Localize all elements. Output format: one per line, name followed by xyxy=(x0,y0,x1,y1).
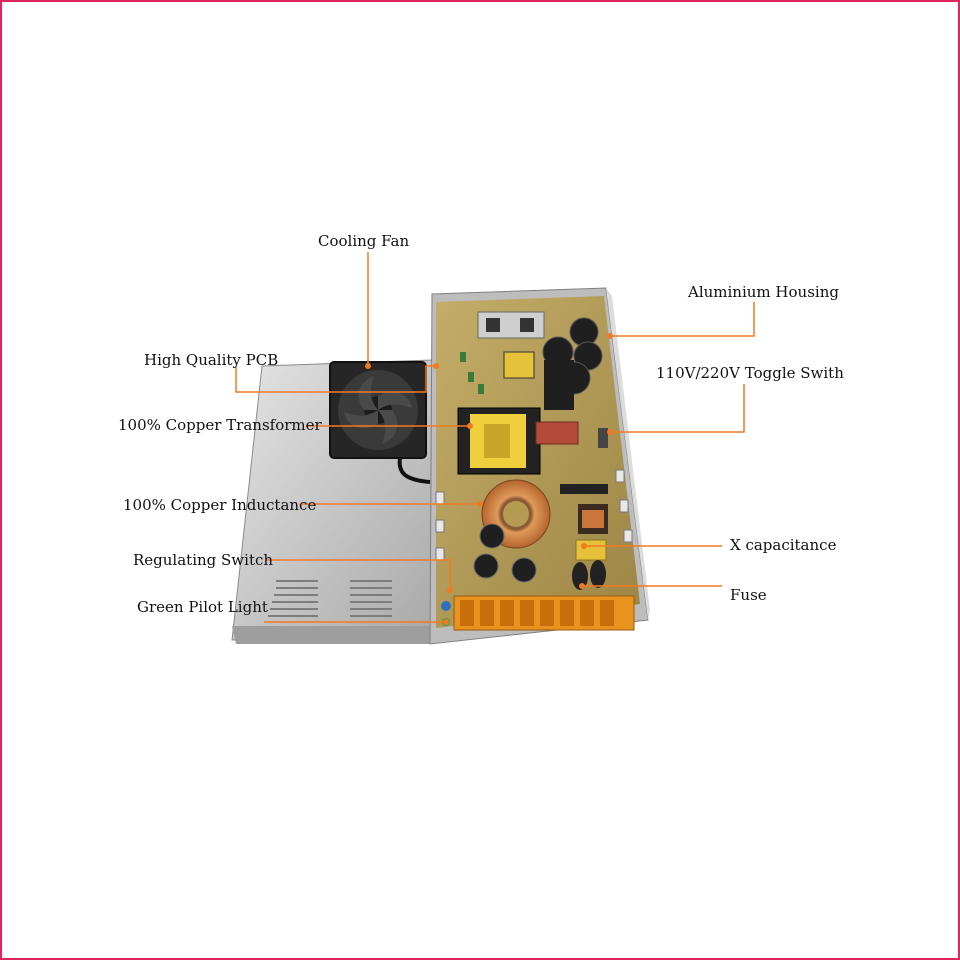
label-x-capacitance: X capacitance xyxy=(730,536,837,554)
label-regulating-switch: Regulating Switch xyxy=(133,551,274,569)
label-high-quality-pcb: High Quality PCB xyxy=(144,351,279,369)
label-aluminium-housing: Aluminium Housing xyxy=(688,283,839,301)
label-fuse: Fuse xyxy=(730,586,767,604)
label-toggle-switch: 110V/220V Toggle Swith xyxy=(656,364,844,382)
label-cooling-fan: Cooling Fan xyxy=(318,232,410,250)
leader-dots xyxy=(365,333,613,625)
vent-slots xyxy=(268,580,392,617)
leader-lines xyxy=(235,252,755,623)
label-copper-transformer: 100% Copper Transformer xyxy=(118,416,322,434)
label-copper-inductance: 100% Copper Inductance xyxy=(123,496,317,514)
cooling-fan-unit xyxy=(329,361,431,484)
label-green-pilot-light: Green Pilot Light xyxy=(137,598,268,616)
pcb-components xyxy=(441,311,635,631)
